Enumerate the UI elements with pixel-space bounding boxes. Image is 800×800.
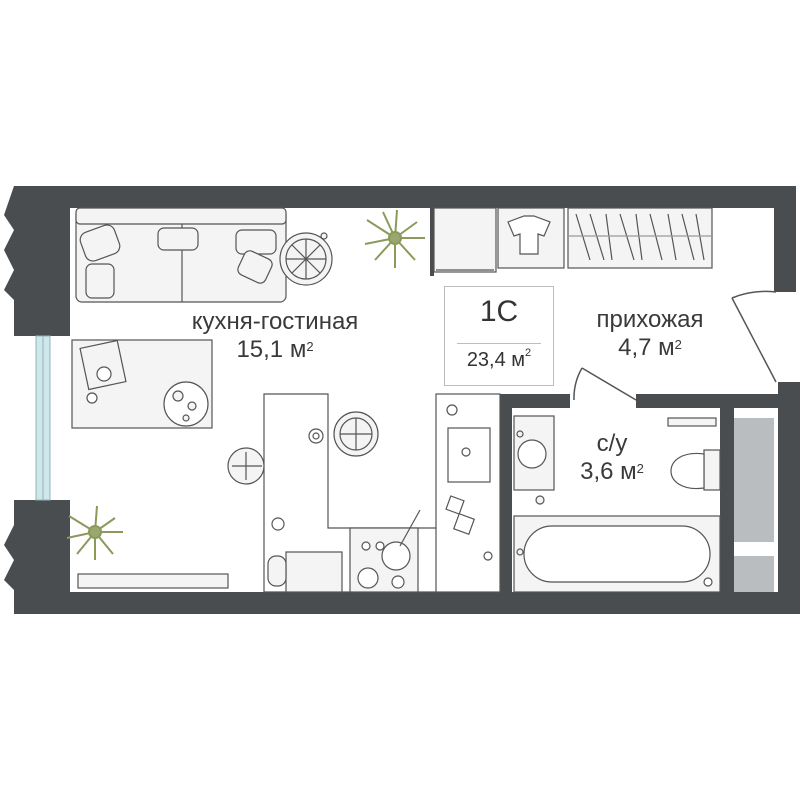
hangers — [568, 213, 712, 261]
side-table — [279, 232, 333, 286]
chair — [333, 411, 379, 457]
room-name: с/у — [596, 430, 628, 457]
bathroom-door — [573, 367, 637, 401]
sink — [267, 517, 343, 593]
walls — [4, 186, 800, 614]
rug — [71, 339, 213, 429]
washbasin — [513, 415, 555, 505]
sofa — [75, 207, 287, 303]
stove — [349, 509, 421, 593]
plant-icon — [364, 209, 425, 268]
room-label-hallway: прихожая 4,7 м2 — [560, 306, 740, 362]
toilet — [670, 449, 721, 491]
window — [35, 335, 51, 501]
apartment-badge: 1С 23,4 м2 — [444, 286, 554, 386]
room-name: кухня-гостиная — [191, 308, 359, 335]
room-label-living-kitchen: кухня-гостиная 15,1 м2 — [140, 308, 410, 364]
room-label-bathroom: с/у 3,6 м2 — [552, 430, 672, 486]
room-area: 4,7 м2 — [618, 334, 682, 361]
entrance-door — [731, 290, 777, 383]
bathtub — [513, 515, 721, 593]
total-area: 23,4 м2 — [466, 347, 532, 371]
badge-divider — [457, 343, 541, 344]
chair — [227, 447, 265, 485]
wardrobe — [433, 207, 713, 273]
shelf — [77, 573, 229, 589]
apartment-type: 1С — [479, 295, 519, 328]
towel-rail — [667, 417, 717, 427]
shaft-panels — [734, 418, 774, 592]
room-area: 3,6 м2 — [580, 458, 644, 485]
plant-icon — [66, 505, 123, 560]
room-area: 15,1 м2 — [236, 336, 314, 363]
counter-items — [445, 495, 493, 561]
room-name: прихожая — [596, 306, 704, 333]
